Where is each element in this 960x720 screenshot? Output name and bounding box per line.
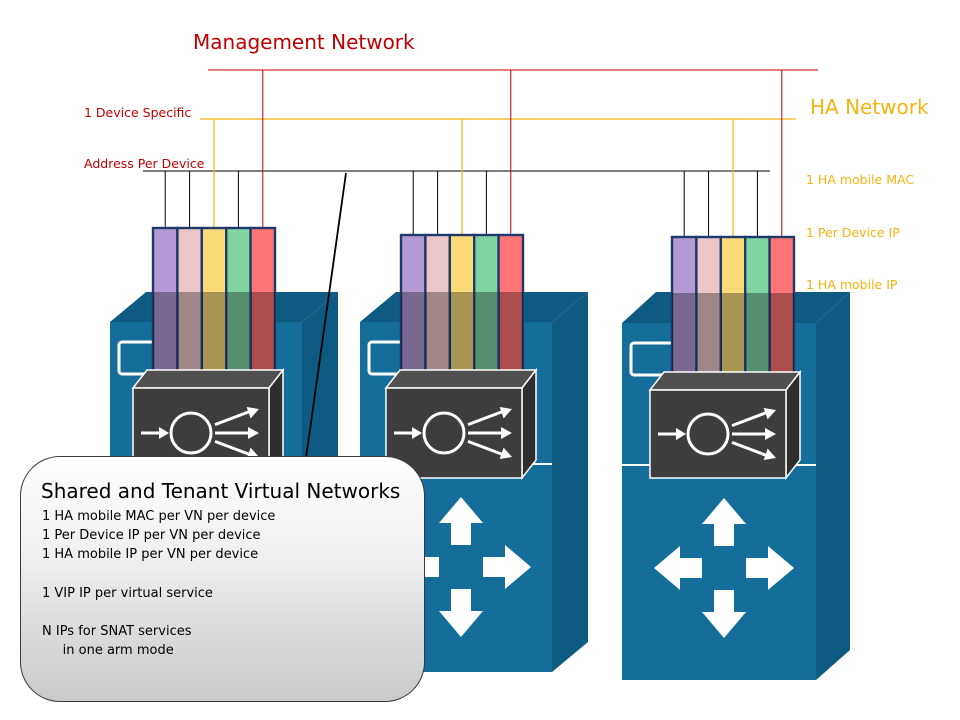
lb-out-arrow-head xyxy=(763,448,776,460)
network-lines-layer xyxy=(143,69,818,459)
lb-out-arrow-head xyxy=(248,427,259,439)
lb-out-arrow-shaft xyxy=(467,409,505,427)
arrow-down-icon xyxy=(439,589,483,637)
lb-out-arrow-head xyxy=(499,447,512,459)
lb-hub-circle xyxy=(169,411,213,455)
callout-line: 1 HA mobile MAC per VN per device xyxy=(42,509,276,524)
callout-line xyxy=(42,565,275,584)
lb-side-face xyxy=(785,369,801,481)
server-side-face xyxy=(816,292,850,680)
lb-top-face xyxy=(131,369,285,389)
lb-hub-circle xyxy=(422,411,466,455)
callout-title: Shared and Tenant Virtual Networks xyxy=(41,479,401,503)
lb-out-arrow-shaft xyxy=(731,410,769,428)
management-note-line: Address Per Device xyxy=(84,156,205,171)
server-side-face xyxy=(552,292,588,672)
arrow-up-icon xyxy=(439,497,483,545)
lb-out-arrow-shaft xyxy=(214,409,252,427)
four-way-arrows-icon xyxy=(654,498,794,638)
lb-out-arrow-shaft xyxy=(214,439,252,457)
ha-network-title: HA Network xyxy=(810,95,929,119)
callout-line: 1 Per Device IP per VN per device xyxy=(42,528,261,544)
lb-in-arrow-head xyxy=(159,427,169,439)
arrow-left-icon xyxy=(654,546,702,590)
load-balancer-icon xyxy=(648,369,802,481)
management-note-line: 1 Device Specific xyxy=(84,105,192,120)
lb-out-arrow-head xyxy=(499,407,512,419)
virtual-networks-callout: Shared and Tenant Virtual Networks 1 HA … xyxy=(20,456,425,702)
ha-network-note: 1 HA mobile MAC 1 Per Device IP 1 HA mob… xyxy=(806,136,914,311)
lb-out-arrow-shaft xyxy=(731,440,769,458)
lb-side-face xyxy=(521,367,537,481)
callout-line xyxy=(42,603,275,622)
lb-in-arrow-head xyxy=(676,428,686,440)
ha-note-line: 1 Per Device IP xyxy=(806,224,900,240)
arrow-down-icon xyxy=(702,590,746,638)
callout-line: N IPs for SNAT services xyxy=(42,624,192,640)
callout-pointer xyxy=(305,172,347,459)
callout-body: 1 HA mobile MAC per VN per device 1 Per … xyxy=(42,507,275,661)
lb-out-arrow-head xyxy=(501,427,512,439)
lb-out-arrow-head xyxy=(246,407,259,419)
callout-line: in one arm mode xyxy=(42,643,174,659)
arrow-up-icon xyxy=(702,498,746,546)
lb-top-face xyxy=(384,369,538,389)
arrow-right-icon xyxy=(746,546,794,590)
lb-out-arrow-head xyxy=(763,408,776,420)
load-balancer-icon xyxy=(384,367,538,481)
callout-line: 1 HA mobile IP per VN per device xyxy=(42,547,259,563)
callout-line: 1 VIP IP per virtual service xyxy=(42,585,213,601)
lb-top-face xyxy=(648,371,802,391)
management-network-title: Management Network xyxy=(193,30,415,54)
ha-note-line: 1 HA mobile IP xyxy=(806,277,898,292)
ha-note-line: 1 HA mobile MAC xyxy=(806,172,915,187)
lb-hub-circle xyxy=(686,412,730,456)
management-network-note: 1 Device Specific Address Per Device xyxy=(84,70,204,189)
lb-in-arrow-head xyxy=(412,427,422,439)
arrow-right-icon xyxy=(483,545,531,589)
lb-out-arrow-head xyxy=(765,428,776,440)
interface-strip xyxy=(768,235,796,400)
lb-out-arrow-shaft xyxy=(467,439,505,457)
